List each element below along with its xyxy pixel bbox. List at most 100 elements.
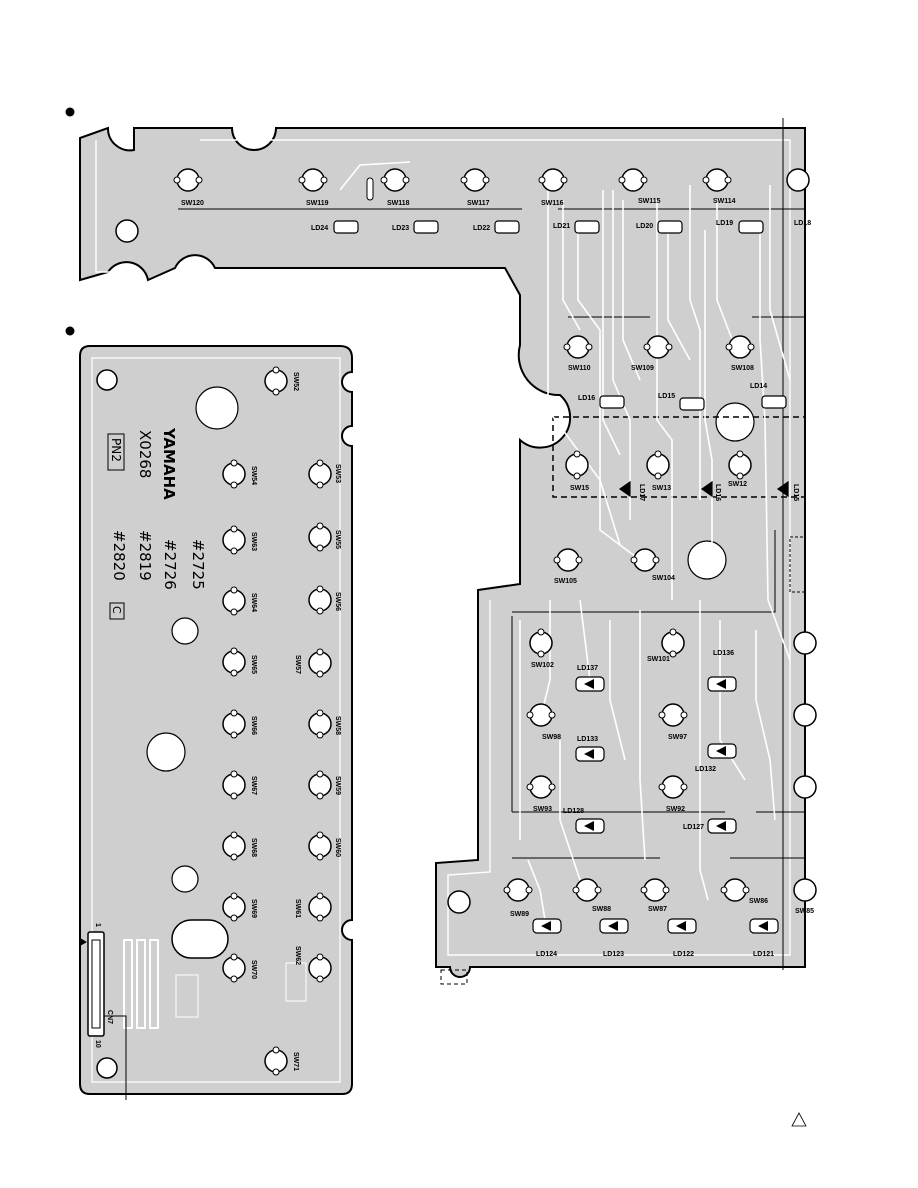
switch-label: SW117 (467, 200, 490, 207)
switch-label: SW60 (334, 838, 341, 857)
led-diode-symbols (541, 679, 768, 931)
led-label: LD17 (638, 484, 645, 501)
pin-label: 10 (94, 1040, 101, 1048)
switch-row-top (173, 168, 810, 192)
switch-label: SW12 (728, 481, 747, 488)
board-main: SW120 SW119 SW118 SW117 SW116 SW115 SW11… (79, 118, 817, 985)
switch-label: SW64 (250, 593, 257, 612)
switch-label: SW70 (250, 960, 257, 979)
switch-label: SW63 (250, 532, 257, 551)
board-left-inner-edge (91, 357, 341, 1083)
switch-label: SW69 (250, 899, 257, 918)
led-group-mid (599, 395, 789, 498)
pn-label: PN2 (109, 438, 123, 462)
mount-pad (195, 386, 239, 430)
switch-label: SW13 (652, 485, 671, 492)
led-label: LD127 (683, 824, 704, 831)
mount-pad (146, 732, 186, 772)
slot (366, 177, 374, 201)
led-label: LD21 (553, 223, 570, 230)
led-label: LD122 (673, 951, 694, 958)
board-main-inner-edge (95, 139, 791, 956)
mount-hole (96, 1057, 118, 1079)
switch-label: SW56 (334, 592, 341, 611)
switch-label: SW101 (647, 656, 670, 663)
connector-leads (123, 939, 159, 1029)
switch-label: SW110 (568, 365, 591, 372)
switch-labels-lower: SW102 SW101 SW98 SW97 SW93 SW92 SW89 SW8… (510, 656, 814, 918)
component-box (789, 536, 806, 593)
pn-box (107, 433, 125, 471)
switch-label: SW114 (713, 198, 736, 205)
switch-label: SW62 (294, 946, 301, 965)
switch-label: SW104 (652, 575, 675, 582)
led-label: LD18 (794, 220, 811, 227)
pad-block (285, 962, 307, 1002)
pin1-arrow-icon (80, 938, 87, 946)
switch-label: SW53 (334, 464, 341, 483)
switch-label: SW57 (294, 655, 301, 674)
pad-block (175, 974, 199, 1018)
connector-cn7: CN7 1 10 (80, 923, 127, 1100)
switch-label: SW66 (250, 716, 257, 735)
switch-label: SW116 (541, 200, 564, 207)
led-label: LD14 (750, 383, 767, 390)
switch-label: SW93 (533, 806, 552, 813)
switch-label: SW54 (250, 466, 257, 485)
code-text: #2726 (161, 539, 179, 590)
led-label: LD15 (792, 484, 799, 501)
led-label: LD23 (392, 225, 409, 232)
led-label: LD16 (578, 395, 595, 402)
switch-label: SW58 (334, 716, 341, 735)
switch-group-lower (503, 628, 817, 902)
warning-triangle-icon (791, 1112, 807, 1127)
mount-pad (687, 540, 727, 580)
led-label: LD136 (713, 650, 734, 657)
switch-label: SW68 (250, 838, 257, 857)
led-label: LD15 (658, 393, 675, 400)
led-label: LD19 (716, 220, 733, 227)
switch-label: SW109 (631, 365, 654, 372)
mount-hole (96, 369, 118, 391)
led-label: LD22 (473, 225, 490, 232)
switch-labels-mid: SW110 SW109 SW108 SW15 SW13 SW12 SW105 S… (554, 365, 754, 585)
switch-col-right (264, 366, 332, 1076)
led-label: LD133 (577, 736, 598, 743)
led-label: LD128 (563, 808, 584, 815)
traces (339, 161, 791, 921)
switch-label: SW85 (795, 908, 814, 915)
switch-label: SW15 (570, 485, 589, 492)
switch-label: SW59 (334, 776, 341, 795)
led-label: LD24 (311, 225, 328, 232)
led-labels-top: LD24 LD23 LD22 LD21 LD20 LD19 LD18 (311, 220, 811, 232)
switch-label: SW88 (592, 906, 611, 913)
mount-pad (715, 402, 755, 442)
switch-label: SW71 (292, 1052, 299, 1071)
switch-label: SW86 (749, 898, 768, 905)
led-label: LD137 (577, 665, 598, 672)
code-text: #2819 (136, 530, 154, 581)
led-label: LD16 (714, 484, 721, 501)
led-labels-mid: LD16 LD15 LD14 LD17 LD16 LD15 (578, 383, 799, 501)
ref-mark (440, 969, 468, 985)
bracket-line (512, 530, 776, 613)
switch-label: SW87 (648, 906, 667, 913)
pin-label: 1 (94, 923, 101, 927)
mount-pad (171, 617, 199, 645)
switch-label: SW92 (666, 806, 685, 813)
brand-text: YAMAHA (160, 427, 178, 500)
section-bullet-left (65, 326, 75, 336)
oval-pad (171, 919, 229, 959)
led-label: LD123 (603, 951, 624, 958)
mount-pad (171, 865, 199, 893)
switch-labels-top: SW120 SW119 SW118 SW117 SW116 SW115 SW11… (181, 198, 736, 207)
code-text: #2820 (110, 530, 128, 581)
board-left: YAMAHA X0268 PN2 #2725 #2726 #2819 #2820… (79, 345, 353, 1100)
switch-label: SW89 (510, 911, 529, 918)
switch-label: SW118 (387, 200, 410, 207)
part-number: X0268 (136, 430, 154, 478)
revision-label: C (110, 606, 123, 614)
mount-hole (115, 219, 139, 243)
revision-box (109, 602, 125, 620)
